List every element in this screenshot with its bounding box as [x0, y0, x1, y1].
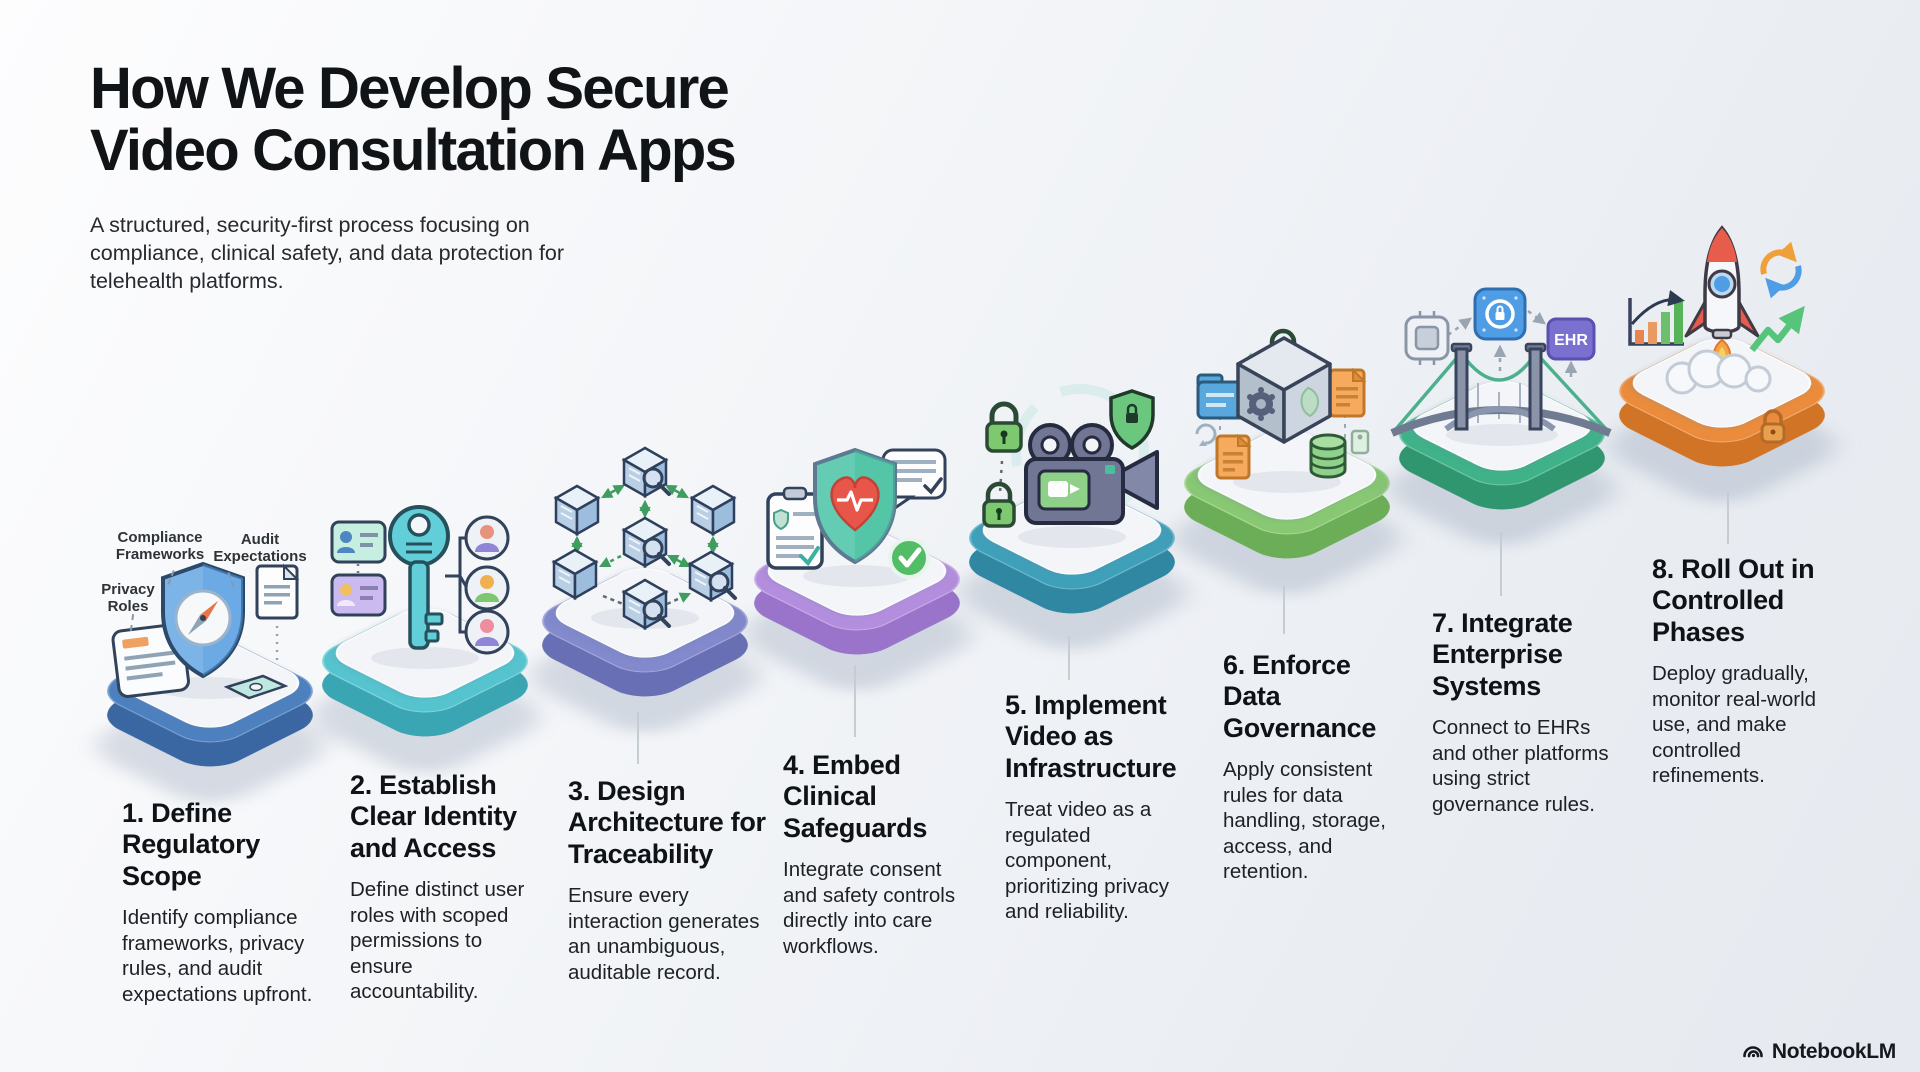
card-icon [223, 674, 289, 700]
header: How We Develop Secure Video Consultation… [90, 56, 880, 296]
step-3-description: Ensure every interaction generates an un… [568, 883, 760, 984]
check-circle-icon [888, 537, 930, 579]
linked-blocks-icon [552, 446, 737, 630]
heart-ecg-shield-icon [813, 447, 897, 565]
step-8-platform [1589, 194, 1855, 513]
step-1-description: Identify compliance frameworks, privacy … [122, 905, 313, 1006]
video-camera-icon [1024, 423, 1159, 525]
page-title: How We Develop Secure Video Consultation… [90, 56, 737, 184]
step-3-platform [512, 424, 778, 743]
step-8-title: 8. Roll Out in Controlled Phases [1652, 554, 1815, 647]
step-3-title: 3. Design Architecture for Traceability [568, 776, 766, 869]
user-avatar-icon [464, 609, 510, 655]
step-5-title: 5. Implement Video as Infrastructure [1005, 690, 1177, 783]
step-4-text: 4. Embed Clinical Safeguards Integrate c… [783, 750, 971, 959]
block-icon [554, 484, 600, 536]
user-avatar-icon [464, 515, 510, 561]
connector-step-3 [637, 712, 639, 764]
growth-chart-icon [1628, 289, 1685, 346]
smoke-clouds-icon [1665, 349, 1772, 395]
step-4-title: 4. Embed Clinical Safeguards [783, 750, 928, 843]
step-2-title: 2. Establish Clear Identity and Access [350, 770, 517, 863]
step-6-description: Apply consistent rules for data handling… [1223, 757, 1386, 884]
secure-app-icon [1473, 287, 1527, 341]
id-card-icon [330, 573, 387, 617]
data-vault-icon [1195, 328, 1370, 493]
document-icon [1328, 367, 1367, 418]
step-7-platform: EHR [1369, 237, 1635, 556]
connector-step-6 [1283, 586, 1285, 634]
connector-step-4 [854, 665, 856, 737]
document-icon [1215, 433, 1252, 480]
page-subtitle: A structured, security-first process foc… [90, 213, 565, 293]
secure-video-camera-icon [982, 384, 1159, 548]
step-8-text: 8. Roll Out in Controlled Phases Deploy … [1652, 554, 1834, 789]
step-6-text: 6. Enforce Data Governance Apply consist… [1223, 650, 1401, 885]
audit-document-icon [255, 563, 300, 620]
step-1-title: 1. Define Regulatory Scope [122, 798, 261, 891]
step-4-description: Integrate consent and safety controls di… [783, 857, 956, 958]
step-8-description: Deploy gradually, monitor real-world use… [1652, 661, 1817, 788]
connector-step-8 [1727, 492, 1729, 544]
compass-shield-icon [161, 561, 245, 679]
heart-shield-icon [766, 447, 947, 587]
padlock-icon [985, 401, 1023, 453]
shield-lock-icon [1109, 389, 1155, 450]
watermark: NotebookLM [1741, 1040, 1896, 1064]
ehr-app-icon: EHR [1546, 317, 1596, 361]
padlock-icon [1760, 409, 1786, 444]
step-6-platform [1154, 286, 1420, 605]
connector-step-7 [1500, 532, 1502, 596]
user-avatar-icon [464, 565, 510, 611]
callout-audit-expectations: Audit Expectations [213, 531, 307, 565]
step-5-description: Treat video as a regulated component, pr… [1005, 797, 1170, 924]
consent-speech-bubble-icon [881, 448, 947, 517]
step-1-text: 1. Define Regulatory Scope Identify comp… [122, 798, 320, 1007]
step-3-text: 3. Design Architecture for Traceability … [568, 776, 778, 985]
callout-privacy-roles: Privacy Roles [101, 581, 155, 615]
sync-icon [1195, 423, 1217, 446]
step-2-platform [292, 464, 558, 783]
refresh-cycle-icon [1760, 241, 1802, 299]
step-6-title: 6. Enforce Data Governance [1223, 650, 1377, 743]
key-icon [388, 505, 450, 650]
step-5-text: 5. Implement Video as Infrastructure Tre… [1005, 690, 1200, 925]
step-5-platform [939, 341, 1205, 660]
step-7-text: 7. Integrate Enterprise Systems Connect … [1432, 608, 1624, 817]
notebooklm-logo-icon [1743, 1046, 1763, 1058]
bridge-icon [1390, 342, 1612, 437]
step-2-text: 2. Establish Clear Identity and Access D… [350, 770, 545, 1005]
trend-arrow-icon [1749, 305, 1805, 353]
id-card-icon [330, 520, 387, 564]
callout-compliance-frameworks: Compliance Frameworks [115, 529, 205, 563]
key-user-roles-icon [330, 505, 510, 669]
chip-icon [1404, 311, 1450, 365]
block-icon [552, 548, 598, 600]
clipboard-icon [766, 486, 824, 570]
bridge-integration-icon: EHR [1390, 287, 1612, 446]
database-icon [1309, 433, 1347, 479]
tag-icon [1350, 429, 1370, 455]
ehr-badge-label: EHR [1554, 332, 1588, 349]
padlock-icon [982, 481, 1016, 528]
rocket-launch-icon [1628, 225, 1805, 444]
step-4-platform [724, 382, 990, 701]
step-1-platform [77, 494, 343, 813]
vault-icon [1236, 336, 1332, 444]
connector-step-5 [1068, 636, 1070, 680]
watermark-label: NotebookLM [1771, 1040, 1896, 1063]
shield-compass-icon [111, 561, 300, 700]
step-7-title: 7. Integrate Enterprise Systems [1432, 608, 1573, 701]
step-2-description: Define distinct user roles with scoped p… [350, 877, 525, 1004]
step-7-description: Connect to EHRs and other platforms usin… [1432, 715, 1609, 816]
